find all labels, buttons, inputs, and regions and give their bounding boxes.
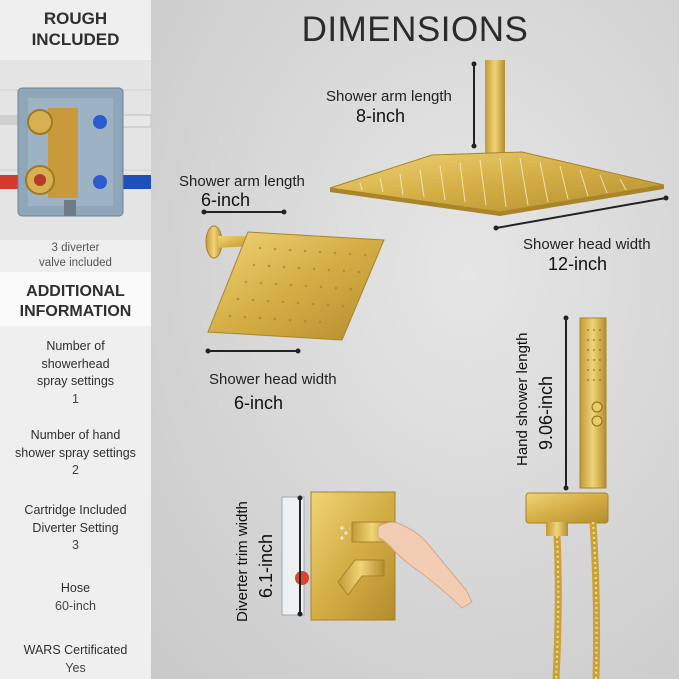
spec-hand-shower-spray-settings: Number of hand shower spray settings 2 xyxy=(15,428,136,477)
sidebar: ROUGH INCLUDED 3 diverter valve includ xyxy=(0,0,151,679)
ceiling-head-value: 12-inch xyxy=(548,254,608,274)
ceiling-shower-arm xyxy=(485,60,505,155)
wall-head-label: Shower head width xyxy=(209,371,337,388)
diverter-valve-trim xyxy=(281,491,473,621)
wall-arm-dimension-line xyxy=(201,209,287,215)
spec-diverter-setting: Cartridge Included Diverter Setting 3 xyxy=(24,503,127,552)
rough-included-title: ROUGH INCLUDED xyxy=(31,9,120,49)
ceiling-head-label: Shower head width xyxy=(523,236,651,253)
wall-arm-label: Shower arm length xyxy=(179,173,305,190)
ceiling-arm-dimension-line xyxy=(471,61,477,149)
wall-head-value: 6-inch xyxy=(234,393,284,413)
wall-arm-value: 6-inch xyxy=(201,190,251,210)
hand-shower-dimension-line xyxy=(563,315,569,491)
spec-wars-certificated: WARS Certificated Yes xyxy=(23,643,128,675)
additional-information-title: ADDITIONAL INFORMATION xyxy=(0,272,151,326)
diverter-dimension-line xyxy=(297,495,303,617)
ceiling-shower-head xyxy=(329,151,665,216)
wall-shower-head xyxy=(207,231,385,341)
rough-caption: 3 diverter valve included xyxy=(39,242,112,269)
hand-shower xyxy=(525,317,609,679)
rough-in-valve-image xyxy=(0,60,151,240)
wall-head-dimension-line xyxy=(205,348,301,354)
ceiling-head-dimension-line xyxy=(493,195,669,231)
spec-hose: Hose 60-inch xyxy=(55,581,96,613)
hand-shower-label: Hand shower length xyxy=(514,332,531,466)
dimensions-title: DIMENSIONS xyxy=(301,10,529,49)
hand-shower-value: 9.06-inch xyxy=(536,375,556,450)
spec-showerhead-spray-settings: Number of showerhead spray settings 1 xyxy=(36,339,115,406)
ceiling-arm-value: 8-inch xyxy=(356,106,406,126)
diverter-label: Diverter trim width xyxy=(234,501,251,622)
ceiling-arm-label: Shower arm length xyxy=(326,88,452,105)
diverter-value: 6.1-inch xyxy=(256,533,276,598)
